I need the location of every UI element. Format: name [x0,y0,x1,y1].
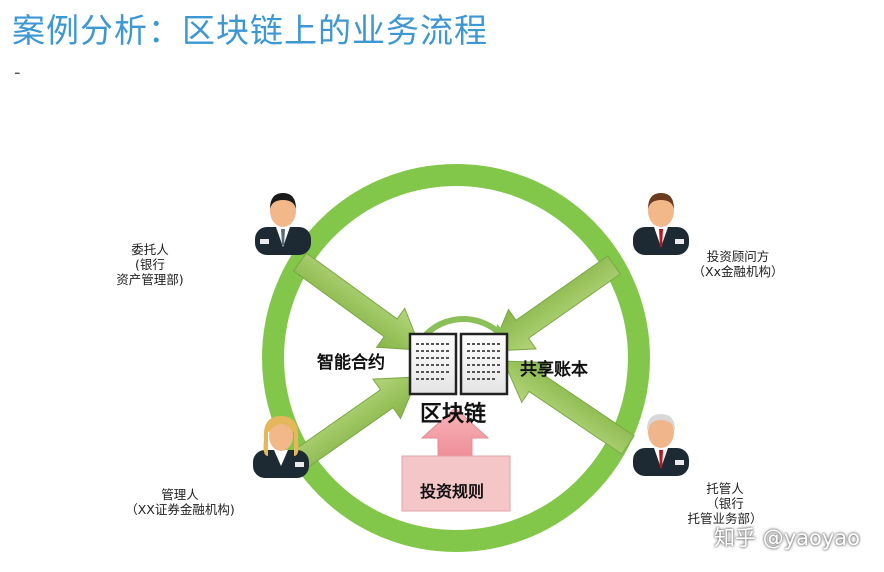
trustor-avatar-icon [255,193,311,255]
rules-box [401,455,511,512]
arrow-manager [287,376,419,473]
trustor-label: 委托人 (银行 资产管理部) [116,242,184,287]
blockchain-label: 区块链 [420,402,487,427]
investment-rules-label: 投资规则 [420,482,485,501]
manager-label: 管理人 （XX证券金融机构) [125,487,235,517]
arrow-custodian [502,360,635,455]
document-left [408,332,458,396]
smart-contract-label: 智能合约 [317,353,385,373]
manager-avatar-icon [253,416,309,478]
custodian-avatar-icon [633,414,689,476]
shared-ledger-label: 共享账本 [520,360,588,380]
advisor-avatar-icon [633,193,689,255]
advisor-label: 投资顾问方 （Xx金融机构） [692,249,784,279]
subtitle-mark: - [14,62,21,83]
page-title: 案例分析：区块链上的业务流程 [12,11,488,50]
rules-arrow [420,407,490,457]
document-right [459,332,509,396]
ring [262,164,650,552]
custodian-label: 托管人 （银行 托管业务部） [687,481,763,526]
arrow-trustor [292,252,423,351]
watermark: 知乎 @yaoyao [714,526,860,550]
